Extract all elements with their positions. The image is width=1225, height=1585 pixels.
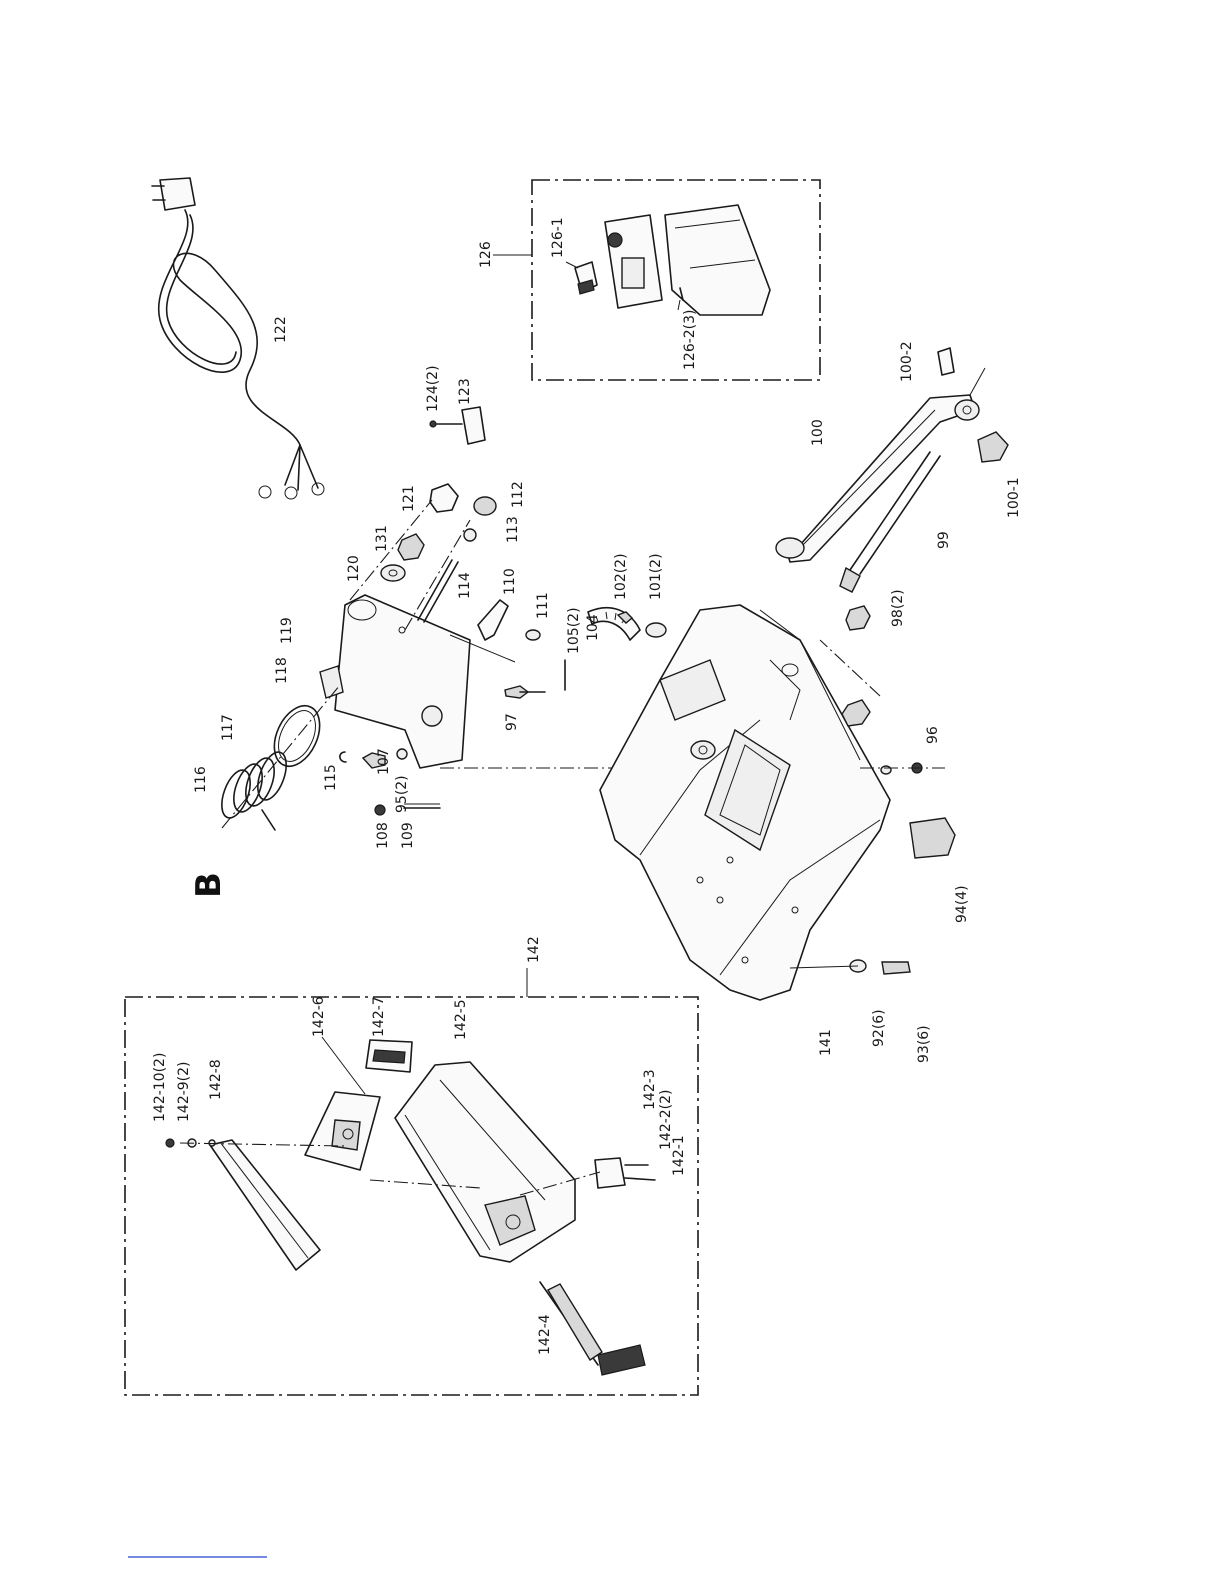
label-100: 100: [810, 419, 826, 446]
label-117: 117: [220, 714, 236, 741]
label-118: 118: [274, 657, 290, 684]
label-119: 119: [279, 617, 295, 644]
label-100-2: 100-2: [899, 341, 915, 382]
base-141: [600, 605, 890, 1000]
label-123: 123: [457, 378, 473, 405]
label-96: 96: [925, 726, 941, 744]
label-93: 93(6): [916, 1025, 932, 1063]
label-142-8: 142-8: [208, 1059, 224, 1100]
label-114: 114: [457, 572, 473, 599]
label-100-1: 100-1: [1006, 477, 1022, 518]
label-108: 108: [375, 822, 391, 849]
label-98: 98(2): [890, 589, 906, 627]
part-110: [478, 600, 508, 640]
label-126-1: 126-1: [550, 217, 566, 258]
part-142-3: [595, 1158, 625, 1188]
label-142-7: 142-7: [371, 996, 387, 1037]
label-95: 95(2): [394, 775, 410, 813]
power-cord-122: [152, 178, 324, 499]
label-99: 99: [936, 531, 952, 549]
label-131: 131: [374, 525, 390, 552]
label-110: 110: [502, 568, 518, 595]
label-113: 113: [505, 516, 521, 543]
label-92: 92(6): [871, 1009, 887, 1047]
label-107: 107: [376, 748, 392, 775]
part-142-5: [395, 1062, 575, 1262]
label-101: 101(2): [648, 553, 664, 600]
label-142-9: 142-9(2): [176, 1061, 192, 1122]
label-115: 115: [323, 764, 339, 791]
label-124: 124(2): [425, 365, 441, 412]
label-126-2: 126-2(3): [682, 309, 698, 370]
label-109: 109: [400, 822, 416, 849]
label-122: 122: [273, 316, 289, 343]
label-142-5: 142-5: [453, 999, 469, 1040]
part-142-8: [210, 1140, 320, 1270]
label-112: 112: [510, 481, 526, 508]
part-labels: 116 117 118 119 120 131 121 112 113 114 …: [152, 217, 1022, 1355]
label-120: 120: [346, 555, 362, 582]
foot-94: [910, 818, 955, 858]
label-121: 121: [401, 485, 417, 512]
label-142-10: 142-10(2): [152, 1053, 168, 1122]
label-126: 126: [478, 241, 494, 268]
assembly-142-box: [125, 968, 698, 1395]
label-142: 142: [526, 936, 542, 963]
part-115-clip: [340, 752, 346, 762]
label-142-3: 142-3: [642, 1069, 658, 1110]
label-94: 94(4): [954, 885, 970, 923]
part-142-4: [548, 1284, 602, 1360]
label-102: 102(2): [613, 553, 629, 600]
label-105: 105(2): [566, 607, 582, 654]
label-111: 111: [535, 592, 551, 619]
label-97: 97: [504, 713, 520, 731]
handle-100-assembly: [776, 348, 1008, 592]
label-142-4: 142-4: [537, 1314, 553, 1355]
part-118: [320, 666, 343, 698]
part-119: [335, 595, 470, 768]
label-141: 141: [818, 1029, 834, 1056]
assembly-126-box: [493, 180, 820, 380]
label-142-6: 142-6: [311, 996, 327, 1037]
label-142-2: 142-2(2): [658, 1089, 674, 1150]
plug: [160, 178, 195, 210]
section-letter: B: [189, 872, 229, 898]
label-104: 104: [585, 614, 601, 641]
label-116: 116: [193, 766, 209, 793]
